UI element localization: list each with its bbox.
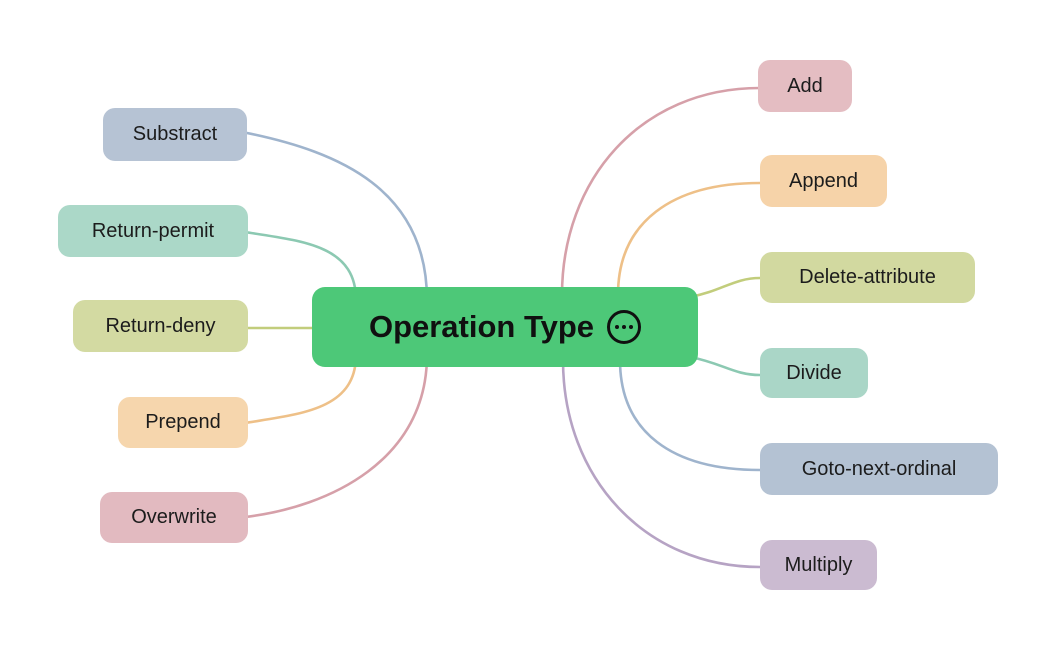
root-node-label: Operation Type	[368, 309, 595, 344]
node-append[interactable]: Append	[760, 155, 887, 207]
ellipsis-circle-icon[interactable]	[607, 310, 642, 344]
node-label: Delete-attribute	[799, 266, 936, 288]
connector-multiply	[561, 358, 762, 569]
node-label: Multiply	[784, 553, 853, 576]
node-return-permit[interactable]: Return-permit	[58, 205, 248, 257]
node-delete-attribute[interactable]: Delete-attribute	[760, 252, 975, 303]
node-multiply[interactable]: Multiply	[760, 540, 877, 590]
connector-append	[616, 181, 762, 297]
connector-goto-next-ordinal	[618, 358, 762, 472]
root-node-operation-type[interactable]: Operation Type	[312, 287, 698, 367]
node-return-deny[interactable]: Return-deny	[73, 300, 248, 352]
node-label: Add	[787, 74, 823, 97]
node-label: Overwrite	[131, 506, 217, 528]
node-label: Substract	[132, 123, 218, 145]
node-label: Goto-next-ordinal	[801, 457, 957, 480]
node-overwrite[interactable]: Overwrite	[100, 492, 248, 543]
connector-substract	[245, 131, 429, 302]
node-add[interactable]: Add	[758, 60, 852, 112]
connector-delete-attribute	[688, 276, 762, 299]
connector-overwrite	[243, 353, 429, 519]
connector-divide	[688, 355, 762, 377]
node-label: Append	[789, 169, 858, 192]
node-label: Return-deny	[105, 314, 216, 337]
node-label: Prepend	[145, 411, 221, 433]
node-label: Divide	[786, 361, 842, 384]
connector-prepend	[243, 353, 358, 425]
node-prepend[interactable]: Prepend	[118, 397, 248, 448]
node-label: Return-permit	[91, 219, 215, 242]
node-substract[interactable]: Substract	[103, 108, 247, 161]
node-goto-next-ordinal[interactable]: Goto-next-ordinal	[760, 443, 998, 495]
connector-add	[560, 86, 762, 297]
node-divide[interactable]: Divide	[760, 348, 868, 398]
connector-return-permit	[243, 230, 358, 302]
